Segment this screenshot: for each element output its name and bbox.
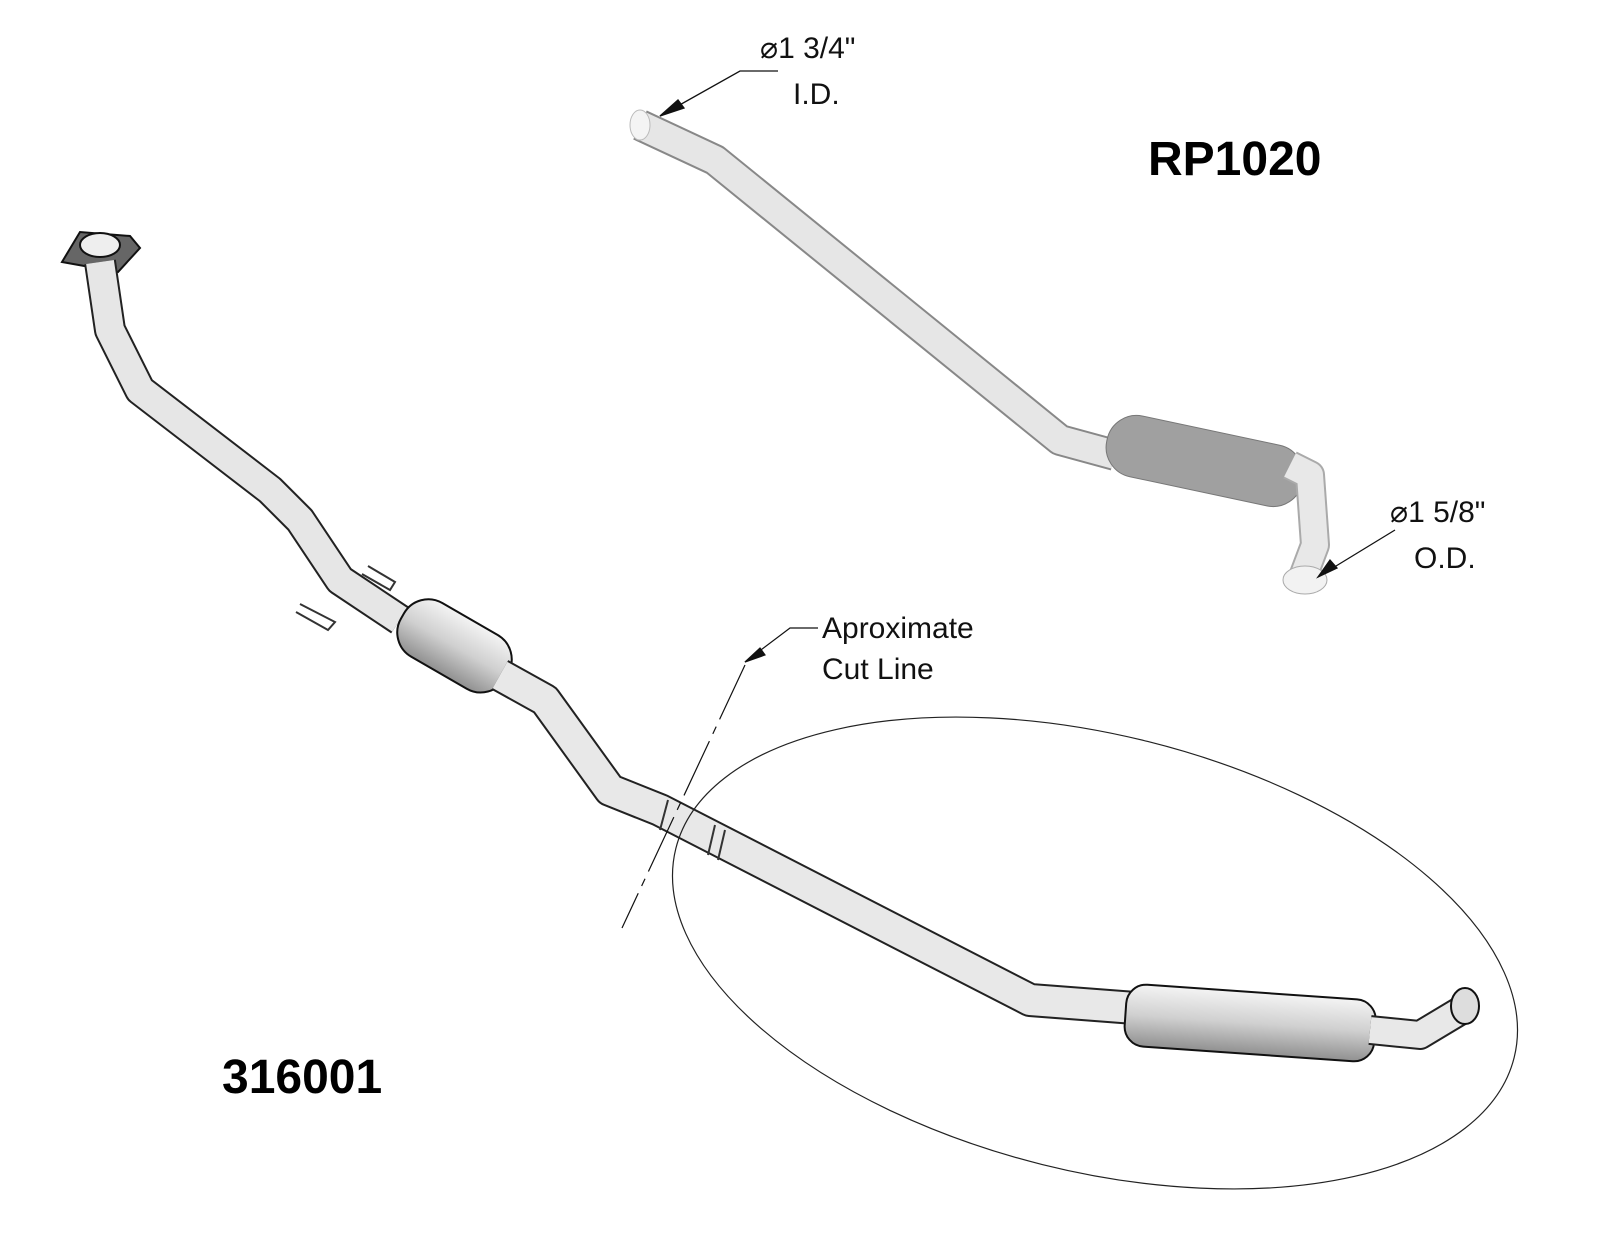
converter-assembly-316001 bbox=[60, 230, 1480, 1063]
rp1020-pipe bbox=[629, 109, 1330, 595]
muffler bbox=[1123, 983, 1377, 1063]
o2-sensor-brackets bbox=[295, 565, 397, 632]
cut-line-label-2: Cut Line bbox=[822, 653, 934, 686]
outlet-dimension-type: O.D. bbox=[1414, 542, 1476, 575]
cut-line-label-1: Aproximate bbox=[822, 612, 974, 645]
cut-line bbox=[621, 627, 818, 929]
inlet-dimension: ⌀1 3/4" bbox=[760, 32, 856, 65]
rp1020-muffler bbox=[1105, 414, 1304, 508]
dimension-leaders bbox=[659, 70, 1396, 579]
part-number-rp1020: RP1020 bbox=[1148, 133, 1322, 186]
replacement-region-ellipse bbox=[671, 716, 1519, 1190]
outlet-dimension: ⌀1 5/8" bbox=[1390, 496, 1486, 529]
part-number-316001: 316001 bbox=[222, 1051, 383, 1104]
inlet-dimension-type: I.D. bbox=[793, 78, 840, 111]
